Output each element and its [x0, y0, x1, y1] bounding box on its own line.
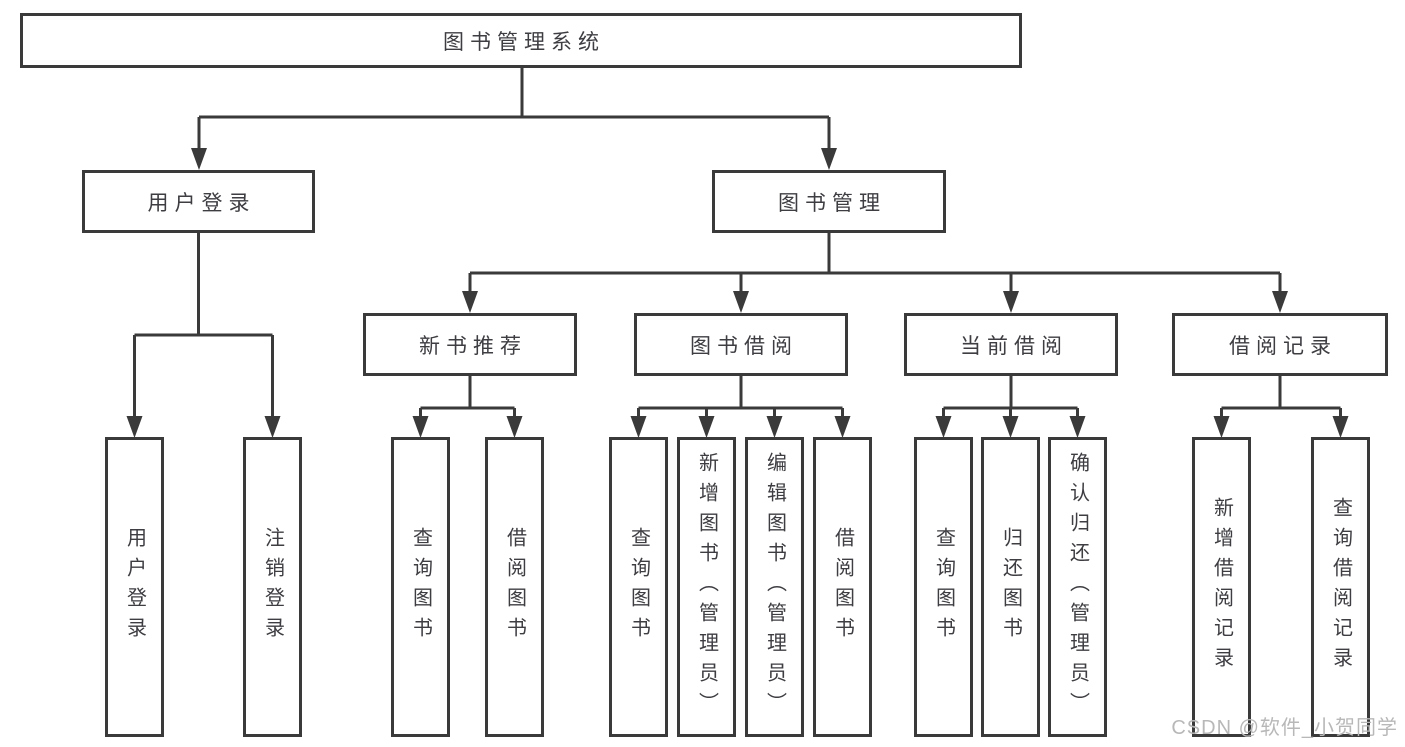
leaf-br-query-record: 查询借阅记录 [1311, 437, 1370, 737]
node-new-book-recommendation: 新书推荐 [363, 313, 577, 376]
connector-root-to-level2 [197, 68, 831, 152]
node-user-login: 用户登录 [82, 170, 315, 233]
leaf-nbr-query-books: 查询图书 [391, 437, 450, 737]
arrowheads-level2 [191, 148, 837, 170]
node-root-library-system: 图书管理系统 [20, 13, 1022, 68]
arrowheads-leaves [126, 416, 1349, 438]
arrowheads-level3 [462, 291, 1288, 313]
leaf-cb-return-books: 归还图书 [981, 437, 1040, 737]
node-borrowing-records: 借阅记录 [1172, 313, 1388, 376]
leaf-cb-confirm-return-admin: 确认归还（管理员） [1048, 437, 1107, 737]
connector-current-borrow-to-leaves [942, 376, 1079, 418]
csdn-watermark: CSDN @软件_小贺同学 [1171, 717, 1398, 739]
connector-user-login-to-leaves [133, 233, 274, 418]
connector-book-borrow-to-leaves [637, 376, 844, 418]
leaf-logout: 注销登录 [243, 437, 302, 737]
node-book-management: 图书管理 [712, 170, 946, 233]
connector-borrow-record-to-leaves [1220, 376, 1342, 418]
connector-book-mgmt-to-level3 [468, 233, 1282, 293]
node-book-borrowing: 图书借阅 [634, 313, 848, 376]
leaf-nbr-borrow-books: 借阅图书 [485, 437, 544, 737]
leaf-bb-add-books-admin: 新增图书（管理员） [677, 437, 736, 737]
leaf-br-add-record: 新增借阅记录 [1192, 437, 1251, 737]
leaf-bb-query-books: 查询图书 [609, 437, 668, 737]
leaf-cb-query-books: 查询图书 [914, 437, 973, 737]
leaf-bb-edit-books-admin: 编辑图书（管理员） [745, 437, 804, 737]
leaf-user-login: 用户登录 [105, 437, 164, 737]
node-current-borrowing: 当前借阅 [904, 313, 1118, 376]
connector-new-book-rec-to-leaves [419, 376, 516, 418]
leaf-bb-borrow-books: 借阅图书 [813, 437, 872, 737]
